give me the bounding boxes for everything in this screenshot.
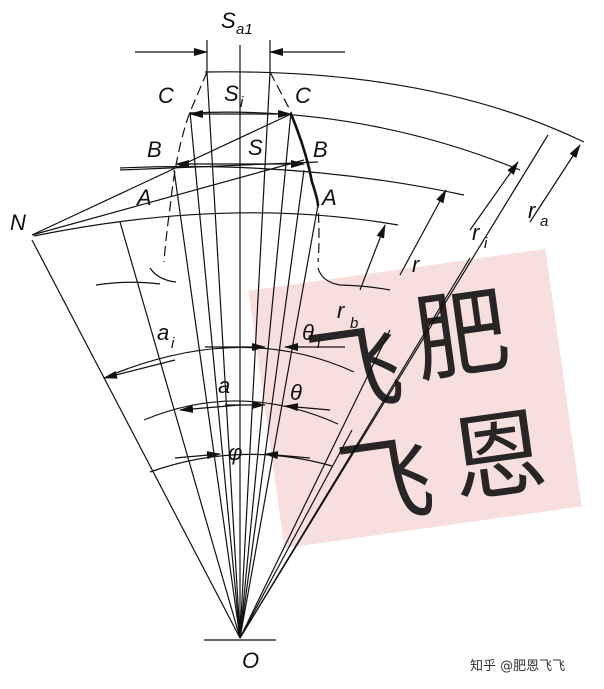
label-b-left: B <box>147 137 162 162</box>
label-si: S <box>224 81 239 106</box>
angle-arrows <box>103 343 345 460</box>
label-ra: r <box>528 198 537 223</box>
label-a: a <box>218 373 230 398</box>
dimension-lines <box>135 40 345 641</box>
stamp-char-3: 恩 <box>444 396 553 518</box>
label-c-left: C <box>158 83 174 108</box>
label-ra-sub: a <box>540 213 548 230</box>
label-si-sub: i <box>240 94 244 111</box>
stamp-char-1: 飞 <box>300 310 409 432</box>
label-ai: a <box>157 320 169 345</box>
label-o: O <box>242 648 259 673</box>
label-ri-sub: i <box>484 235 488 252</box>
stamp-char-4: 飞 <box>331 422 440 544</box>
labels: S a1 C C S i B S B A A N r r i r a r b a… <box>10 8 565 674</box>
label-sa1-sub: a1 <box>236 21 253 38</box>
label-ri: r <box>472 220 481 245</box>
circle-arcs <box>33 71 585 473</box>
label-r: r <box>412 252 421 277</box>
label-b-right: B <box>313 137 328 162</box>
label-ai-sub: i <box>171 335 175 352</box>
label-rb-sub: b <box>350 315 358 332</box>
label-sa1: S <box>221 8 236 33</box>
watermark-text: 知乎 @肥恩飞飞 <box>470 658 565 674</box>
radius-arrows <box>359 144 581 291</box>
label-theta: θ <box>290 380 302 405</box>
label-rb: r <box>337 298 346 323</box>
radial-lines <box>31 45 549 639</box>
tooth-profile <box>163 71 320 263</box>
label-a-left: A <box>135 185 152 210</box>
label-c-right: C <box>295 83 311 108</box>
label-phi: φ <box>228 440 242 465</box>
label-s: S <box>248 135 263 160</box>
label-theta-i-sub: i <box>317 335 321 352</box>
label-theta-i: θ <box>302 320 314 345</box>
label-a-right: A <box>320 185 337 210</box>
label-n: N <box>10 210 26 235</box>
tangent-lines <box>31 113 319 236</box>
